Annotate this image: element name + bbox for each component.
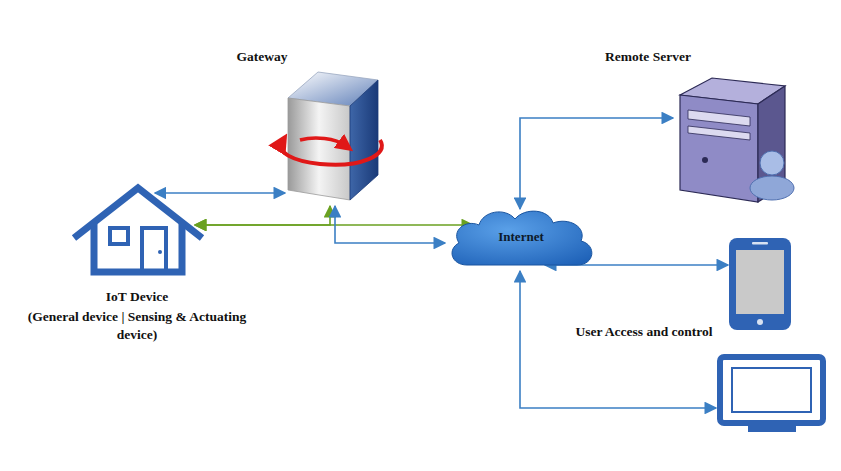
icon-node: Remote Server — [673, 76, 793, 204]
node-label: User Access and control — [573, 323, 715, 341]
icon-node: Gateway — [285, 70, 380, 206]
node-label: Remote Server — [583, 48, 713, 66]
tablet-icon — [729, 238, 791, 330]
connector-arrow — [195, 224, 473, 226]
connector-arrow — [195, 206, 330, 225]
house-icon — [74, 188, 202, 272]
node-label: Gateway — [217, 48, 307, 66]
connector-arrow — [155, 192, 285, 194]
monitor-icon — [720, 357, 823, 432]
gateway-cube — [281, 72, 382, 200]
connector-arrow — [520, 118, 673, 209]
connector-arrow — [335, 206, 445, 243]
icon-node: IoT Device(General device | Sensing & Ac… — [70, 184, 207, 276]
server-tower — [680, 78, 794, 202]
cloud-node: Internet — [445, 205, 597, 269]
node-label: IoT Device — [17, 288, 257, 306]
node-text: Internet — [498, 229, 544, 245]
icon-node: User Access and control — [728, 237, 792, 331]
node-label: (General device | Sensing & Actuating de… — [27, 308, 247, 344]
monitor-wire — [520, 271, 716, 408]
